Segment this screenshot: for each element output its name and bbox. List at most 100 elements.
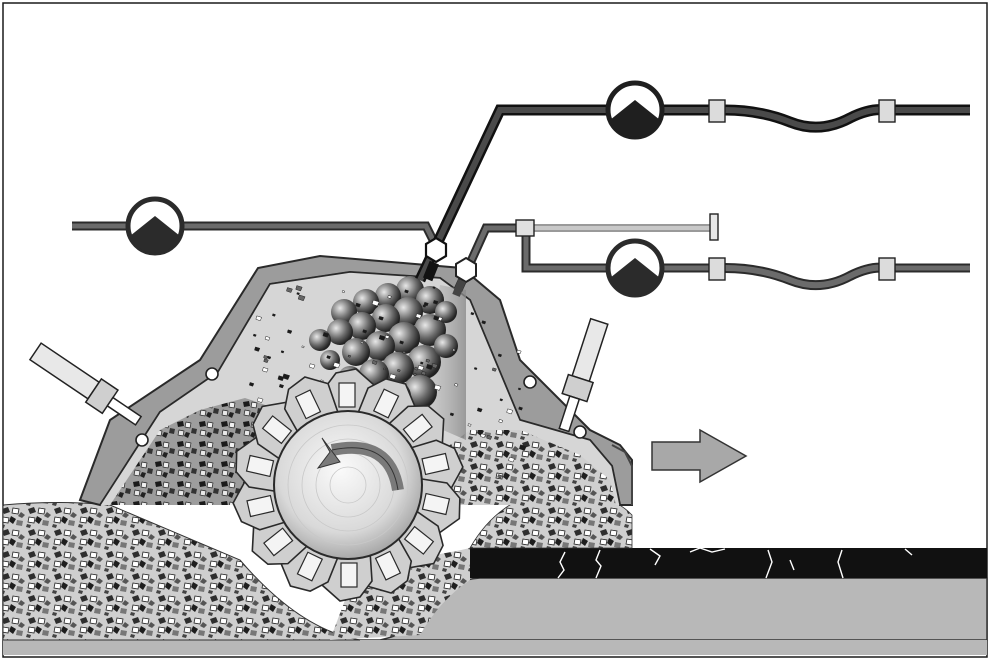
particle [476, 407, 483, 413]
spray-bubble [434, 334, 458, 358]
particle [254, 346, 261, 352]
particle [423, 301, 429, 307]
spray-bubble [407, 345, 441, 379]
particle [296, 292, 300, 296]
coupling-lower-1 [708, 257, 726, 281]
particle [355, 302, 361, 308]
particle [383, 367, 387, 371]
rear-skid [611, 444, 633, 505]
hose-couplings [708, 99, 896, 281]
spray-nozzles [422, 236, 477, 297]
particle [295, 285, 303, 292]
spray-bubble [327, 319, 353, 345]
particle [267, 355, 272, 360]
spray-bubble [309, 329, 331, 351]
particle [252, 333, 257, 337]
particle [425, 358, 431, 363]
hood-bolts [135, 367, 587, 447]
particle [481, 320, 487, 325]
hose-top-core [724, 106, 886, 131]
particle [389, 373, 397, 380]
particle [480, 433, 486, 439]
particle [497, 474, 503, 479]
spray-bubble [393, 297, 423, 327]
particle [387, 295, 392, 299]
particle [362, 329, 368, 334]
particle [402, 350, 407, 355]
particle [452, 348, 456, 352]
pump-top [605, 80, 665, 140]
pipe-end-cap [709, 213, 719, 241]
particle [286, 287, 293, 293]
particle [499, 398, 504, 402]
particle [399, 340, 405, 345]
particle [506, 408, 514, 415]
particle [433, 315, 440, 321]
particle [360, 341, 364, 345]
particle [508, 456, 515, 463]
particle [378, 334, 386, 341]
rotation-arrow-head [316, 437, 341, 469]
spray-bubble [353, 289, 379, 315]
particle [413, 372, 417, 376]
spray-bubble [342, 338, 370, 366]
bolt-left-lower [135, 433, 149, 447]
particle [277, 375, 285, 382]
pump-lower-right-icon [610, 258, 660, 295]
nozzle-2 [455, 256, 477, 284]
particle [397, 368, 401, 373]
particle [518, 406, 523, 411]
milling-rotor [273, 410, 423, 560]
particle [449, 412, 455, 417]
particle [248, 382, 255, 387]
ground-strip [3, 640, 987, 655]
particle [404, 289, 409, 294]
hydraulic-cylinder-right [558, 317, 609, 433]
particle [256, 397, 264, 403]
particle [347, 354, 352, 358]
pump-top-icon [610, 100, 660, 137]
particle [421, 370, 427, 376]
hose-lower-core [724, 264, 886, 289]
rotation-arrow-outline [331, 447, 399, 491]
particle [432, 286, 436, 289]
nozzle-1-stem [422, 260, 440, 282]
coupling-top-1 [708, 99, 726, 123]
particle [280, 350, 285, 354]
particle [454, 383, 459, 387]
particle [262, 367, 269, 373]
particle [378, 316, 384, 321]
particle [272, 313, 276, 317]
hood-inner-edge [99, 271, 621, 506]
particle [433, 384, 442, 391]
particle [517, 387, 522, 391]
particle [341, 290, 346, 294]
particle [301, 345, 305, 349]
particle [371, 360, 378, 365]
particle [497, 353, 503, 358]
particle [420, 361, 424, 365]
pipe-lower-core [523, 234, 712, 271]
bolt-right-lower [573, 425, 587, 439]
particle [282, 373, 290, 380]
particle [432, 300, 439, 305]
spray-bubble [348, 312, 376, 340]
particle [287, 329, 293, 334]
bolt-right-upper [523, 375, 537, 389]
particle [422, 304, 427, 308]
valve-block [515, 219, 535, 237]
particle [308, 363, 316, 369]
spray-bubble [372, 304, 400, 332]
particle [322, 332, 330, 338]
mixing-material-right [420, 430, 616, 505]
nozzle-2-stem [452, 279, 466, 297]
particle [426, 363, 434, 370]
coupling-top-2 [878, 99, 896, 123]
particle [332, 361, 341, 369]
spray-bubble [388, 322, 420, 354]
pipe-top-core [417, 107, 715, 282]
nozzle-1 [424, 236, 448, 264]
travel-direction-arrow [651, 428, 748, 484]
